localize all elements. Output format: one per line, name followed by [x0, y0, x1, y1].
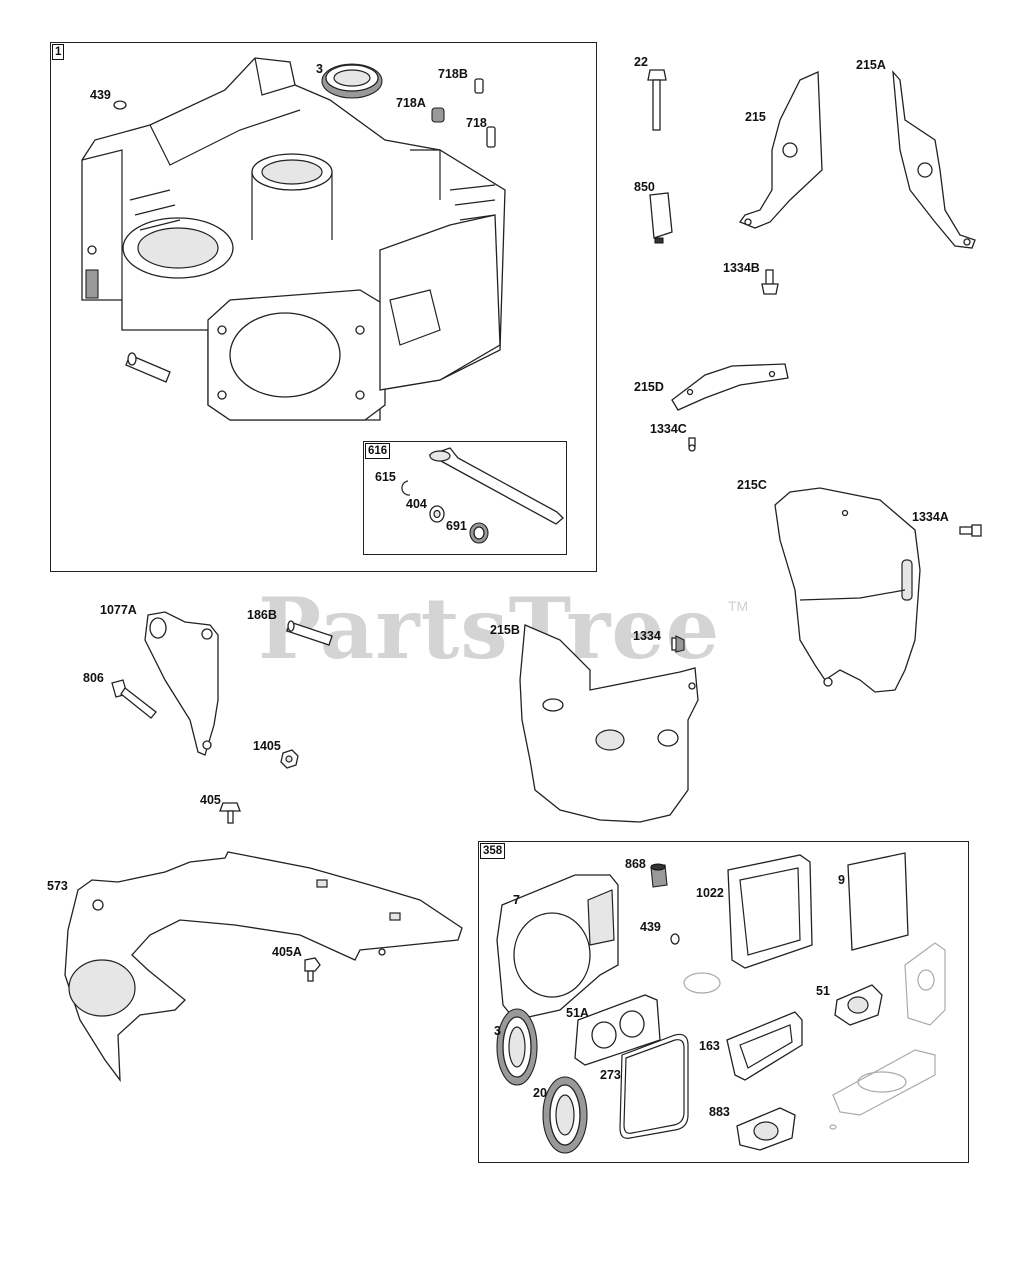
part-22-drawing[interactable] [647, 69, 667, 131]
callout-850[interactable]: 850 [634, 180, 655, 194]
part-883-drawing[interactable] [736, 1107, 796, 1151]
assembly-frame-gasket-set [478, 841, 969, 1163]
part-186b-drawing[interactable] [286, 620, 333, 646]
callout-1334a[interactable]: 1334A [912, 510, 949, 524]
callout-22[interactable]: 22 [634, 55, 648, 69]
callout-405[interactable]: 405 [200, 793, 221, 807]
assembly-frame-governor-shaft [363, 441, 567, 555]
part-615-drawing[interactable] [401, 480, 411, 496]
part-405a-drawing[interactable] [304, 957, 321, 982]
part-718b-drawing[interactable] [474, 78, 484, 94]
callout-3-gasket-set[interactable]: 3 [494, 1024, 501, 1038]
part-215a-drawing[interactable] [892, 70, 976, 249]
part-215c-drawing[interactable] [774, 487, 921, 693]
part-718-drawing[interactable] [486, 126, 496, 148]
assembly-tag-cylinder[interactable]: 1 [52, 44, 65, 60]
governor-shaft-drawing[interactable] [428, 447, 564, 525]
part-273-drawing[interactable] [619, 1033, 689, 1139]
callout-3[interactable]: 3 [316, 62, 323, 76]
part-1334c-drawing[interactable] [688, 437, 696, 452]
part-404-drawing[interactable] [429, 505, 445, 523]
part-868-drawing[interactable] [650, 863, 668, 888]
part-1077a-drawing[interactable] [144, 611, 219, 756]
part-1405-drawing[interactable] [280, 749, 299, 769]
assembly-tag-gasket-set[interactable]: 358 [480, 843, 506, 859]
callout-1334c[interactable]: 1334C [650, 422, 687, 436]
callout-573[interactable]: 573 [47, 879, 68, 893]
watermark-brand: PartsTree [258, 579, 721, 678]
part-215-drawing[interactable] [738, 71, 823, 229]
callout-215b[interactable]: 215B [490, 623, 520, 637]
callout-1334[interactable]: 1334 [633, 629, 661, 643]
part-439b-drawing[interactable] [670, 933, 680, 945]
part-691-drawing[interactable] [469, 522, 489, 544]
part-718a-drawing[interactable] [431, 107, 445, 123]
callout-1405[interactable]: 1405 [253, 739, 281, 753]
callout-186b[interactable]: 186B [247, 608, 277, 622]
callout-1077a[interactable]: 1077A [100, 603, 137, 617]
part-3b-drawing[interactable] [496, 1008, 538, 1086]
part-9-drawing[interactable] [847, 852, 909, 951]
callout-9[interactable]: 9 [838, 873, 845, 887]
callout-215a[interactable]: 215A [856, 58, 886, 72]
callout-1334b[interactable]: 1334B [723, 261, 760, 275]
stud-drawing[interactable] [125, 352, 171, 383]
part-1334a-drawing[interactable] [959, 524, 982, 537]
part-850-drawing[interactable] [649, 192, 673, 244]
callout-718[interactable]: 718 [466, 116, 487, 130]
callout-883[interactable]: 883 [709, 1105, 730, 1119]
part-1334-drawing[interactable] [671, 635, 685, 653]
part-1022-drawing[interactable] [727, 854, 813, 969]
callout-404[interactable]: 404 [406, 497, 427, 511]
callout-718a[interactable]: 718A [396, 96, 426, 110]
part-1334b-drawing[interactable] [761, 269, 779, 295]
callout-273[interactable]: 273 [600, 1068, 621, 1082]
callout-439-gasket-set[interactable]: 439 [640, 920, 661, 934]
part-51a-drawing[interactable] [574, 994, 661, 1066]
part-806-drawing[interactable] [111, 679, 157, 719]
callout-215c[interactable]: 215C [737, 478, 767, 492]
callout-806[interactable]: 806 [83, 671, 104, 685]
oil-seal-3-drawing[interactable] [321, 63, 383, 99]
watermark-trademark: TM [728, 598, 749, 614]
part-unlabeled-ring-drawing [683, 972, 721, 994]
assembly-frame-cylinder [50, 42, 597, 572]
part-7-drawing[interactable] [496, 874, 619, 1021]
part-405-drawing[interactable] [219, 802, 241, 824]
cylinder-block-drawing[interactable] [81, 57, 506, 421]
part-439-drawing[interactable] [113, 100, 127, 110]
callout-163[interactable]: 163 [699, 1039, 720, 1053]
callout-7[interactable]: 7 [513, 893, 520, 907]
part-215b-drawing[interactable] [519, 624, 699, 823]
part-unlabeled-plate-drawing [829, 1049, 936, 1130]
assembly-tag-governor-shaft[interactable]: 616 [365, 443, 391, 459]
part-215d-drawing[interactable] [671, 363, 789, 411]
callout-615[interactable]: 615 [375, 470, 396, 484]
callout-1022[interactable]: 1022 [696, 886, 724, 900]
part-163-drawing[interactable] [726, 1011, 803, 1081]
callout-215[interactable]: 215 [745, 110, 766, 124]
part-20-drawing[interactable] [542, 1076, 588, 1154]
part-573-drawing[interactable] [64, 851, 463, 1083]
callout-20[interactable]: 20 [533, 1086, 547, 1100]
callout-215d[interactable]: 215D [634, 380, 664, 394]
callout-51[interactable]: 51 [816, 984, 830, 998]
callout-405a[interactable]: 405A [272, 945, 302, 959]
callout-718b[interactable]: 718B [438, 67, 468, 81]
callout-51a[interactable]: 51A [566, 1006, 589, 1020]
part-unlabeled-gasket-drawing [904, 942, 946, 1026]
callout-691[interactable]: 691 [446, 519, 467, 533]
part-51-drawing[interactable] [834, 984, 883, 1026]
callout-868[interactable]: 868 [625, 857, 646, 871]
callout-439[interactable]: 439 [90, 88, 111, 102]
